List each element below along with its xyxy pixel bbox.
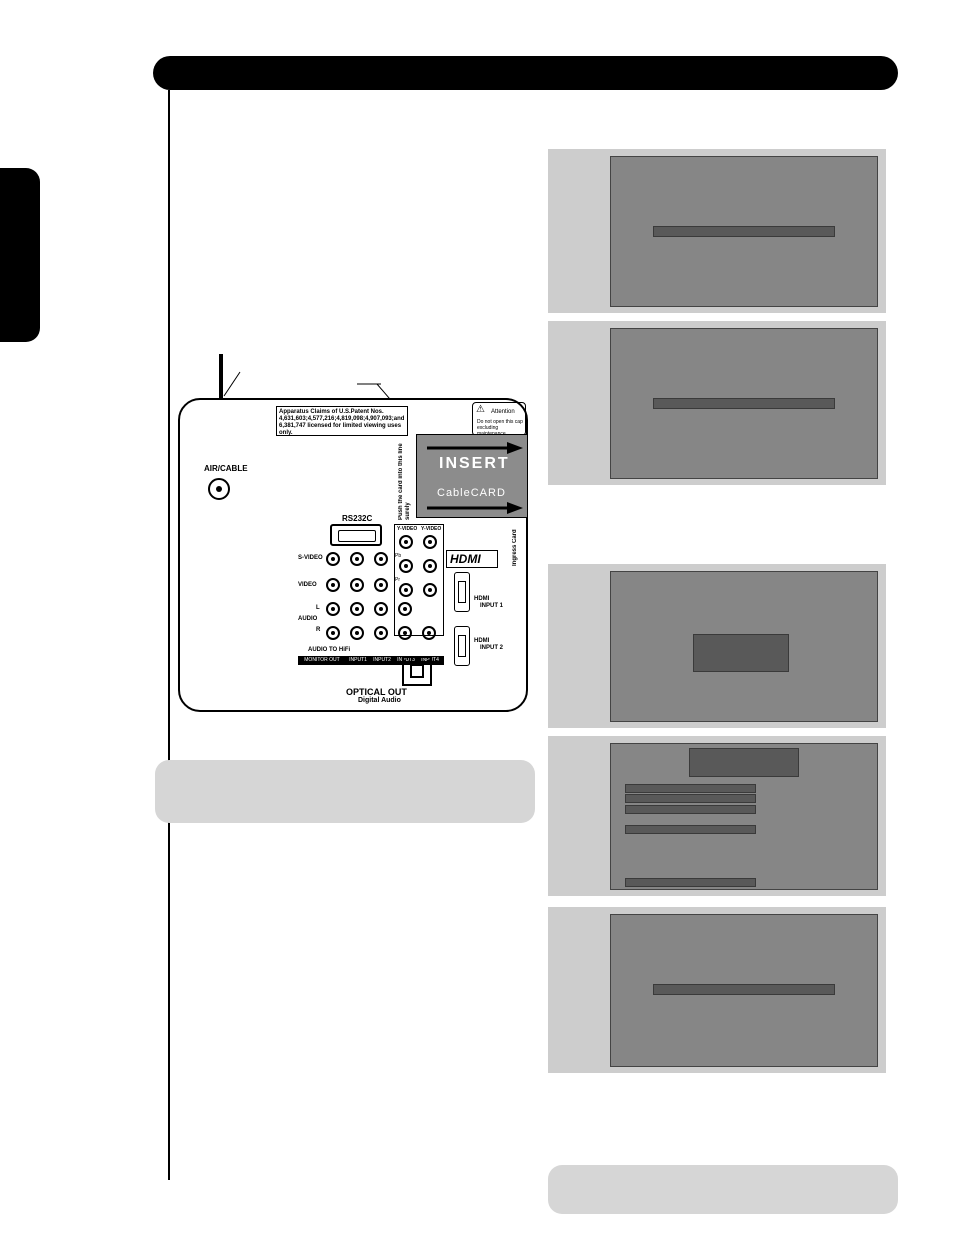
audio-l-jack xyxy=(374,602,388,616)
hdmi-port-2 xyxy=(454,626,470,666)
hdmi-input-1-hdmi: HDMI xyxy=(474,596,490,602)
av-jack-grid xyxy=(326,550,444,650)
tv-screen-1 xyxy=(610,156,878,307)
menu-row xyxy=(625,784,756,793)
tv-screen-2 xyxy=(610,328,878,479)
component-jack xyxy=(399,535,413,549)
component-jack xyxy=(423,559,437,573)
audio-l-label: L xyxy=(316,605,320,611)
step-panel-1 xyxy=(548,149,886,313)
component-jack xyxy=(423,583,437,597)
hdmi-logo: HDMI xyxy=(450,552,481,566)
input3-label: INPUT3 xyxy=(397,657,415,663)
component-jack xyxy=(423,535,437,549)
monitor-out-label: MONITOR OUT xyxy=(304,657,340,663)
side-tab xyxy=(0,168,40,342)
arrow-right-icon xyxy=(427,442,523,454)
cablecard-slot: INSERT CableCARD xyxy=(416,434,528,518)
audio-r-jack xyxy=(326,626,340,640)
pr-label: Pr xyxy=(395,577,400,583)
menu-row xyxy=(625,878,756,887)
optical-out-port xyxy=(402,656,432,686)
warning-icon: ⚠ xyxy=(476,404,485,415)
patent-notice: Apparatus Claims of U.S.Patent Nos. 4,63… xyxy=(276,406,408,436)
push-card-label: Push the card into this line surely xyxy=(398,443,411,520)
step-panel-2 xyxy=(548,321,886,485)
rear-connector-panel: AIR/CABLE Apparatus Claims of U.S.Patent… xyxy=(178,398,528,712)
pb-label: Pb xyxy=(395,553,402,559)
s-video-jack xyxy=(374,552,388,566)
audio-r-jack xyxy=(422,626,436,640)
audio-l-jack xyxy=(350,602,364,616)
y-video-label: Y-VIDEO xyxy=(397,526,418,532)
dialog-box xyxy=(693,634,789,672)
hdmi-input-1-label: INPUT 1 xyxy=(480,603,504,609)
tv-screen-4 xyxy=(610,743,878,890)
air-cable-label: AIR/CABLE xyxy=(204,464,248,473)
video-jack xyxy=(326,578,340,592)
menu-row xyxy=(625,825,756,834)
cable-wire xyxy=(219,354,223,414)
air-cable-jack xyxy=(208,478,230,500)
rs232c-port xyxy=(330,524,382,546)
input1-label: INPUT1 xyxy=(349,657,367,663)
header-bar xyxy=(153,56,898,90)
tv-screen-5 xyxy=(610,914,878,1067)
insert-label: INSERT xyxy=(439,455,510,472)
audio-r-jack xyxy=(350,626,364,640)
component-block: Y-VIDEO Y-VIDEO Pb Pr xyxy=(394,524,444,636)
s-video-jack xyxy=(326,552,340,566)
attention-note: Do not open this cap excluding maintenan… xyxy=(477,419,523,435)
s-video-jack xyxy=(350,552,364,566)
optical-out-label: OPTICAL OUT xyxy=(346,687,407,697)
component-jack xyxy=(399,559,413,573)
note-box xyxy=(155,760,535,823)
y-video-label: Y-VIDEO xyxy=(421,526,442,532)
attention-box: ⚠ Attention Do not open this cap excludi… xyxy=(472,402,526,436)
audio-r-jack xyxy=(398,626,412,640)
hdmi-input-2-label: INPUT 2 xyxy=(480,645,504,651)
menu-row xyxy=(625,805,756,814)
step-panel-4 xyxy=(548,736,886,896)
margin-line xyxy=(168,90,170,1180)
video-jack xyxy=(350,578,364,592)
hdmi-logo-box: HDMI xyxy=(446,550,498,568)
audio-label: AUDIO xyxy=(298,616,318,622)
audio-to-hifi-label: AUDIO TO HiFi xyxy=(308,647,351,653)
arrow-right-icon xyxy=(427,502,523,514)
audio-l-jack xyxy=(326,602,340,616)
input2-label: INPUT2 xyxy=(373,657,391,663)
note-box xyxy=(548,1165,898,1214)
component-jack xyxy=(399,583,413,597)
tv-screen-3 xyxy=(610,571,878,722)
highlight-bar xyxy=(653,398,835,409)
s-video-label: S-VIDEO xyxy=(298,555,323,561)
hdmi-input-2-hdmi: HDMI xyxy=(474,638,490,644)
step-panel-5 xyxy=(548,907,886,1073)
rs232c-label: RS232C xyxy=(342,514,373,523)
highlight-bar xyxy=(653,226,835,237)
highlight-bar xyxy=(653,984,835,995)
cablecard-label: CableCARD xyxy=(437,487,506,499)
audio-r-label: R xyxy=(316,627,321,633)
ingress-card-label: Ingress Card xyxy=(512,529,518,566)
attention-label: Attention xyxy=(491,409,515,415)
video-label: VIDEO xyxy=(298,582,317,588)
hdmi-port-1 xyxy=(454,572,470,612)
digital-audio-label: Digital Audio xyxy=(358,697,401,704)
audio-l-jack xyxy=(398,602,412,616)
title-box xyxy=(689,748,799,777)
audio-r-jack xyxy=(374,626,388,640)
video-jack xyxy=(374,578,388,592)
leader-line-cable xyxy=(223,371,241,397)
menu-row xyxy=(625,794,756,803)
step-panel-3 xyxy=(548,564,886,728)
